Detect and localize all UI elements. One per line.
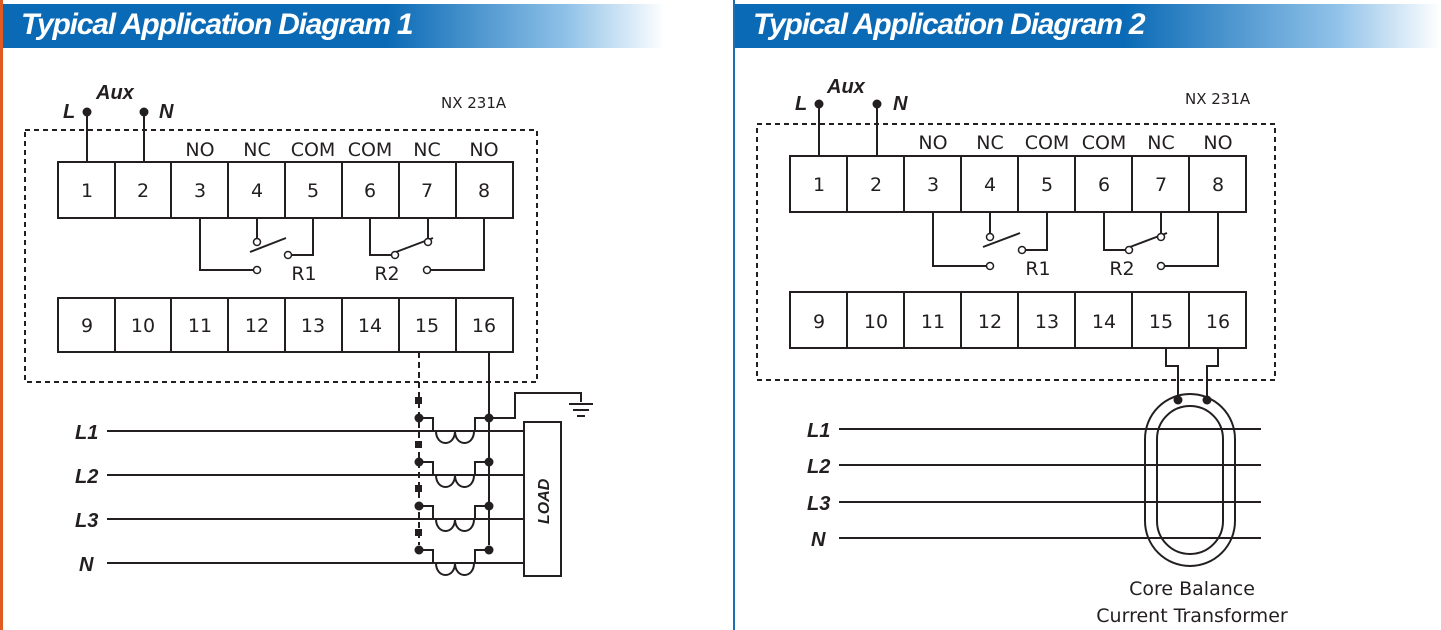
phase-label: L2 [75, 466, 98, 488]
terminal-number: 15 [1149, 311, 1173, 333]
load-box [523, 421, 562, 577]
terminal-number: 12 [245, 315, 269, 337]
aux-line-label: L [63, 101, 75, 123]
contact-label: NC [976, 132, 1003, 154]
terminal-number: 13 [1035, 311, 1059, 333]
phase-label: N [79, 554, 94, 576]
phase-label: L3 [75, 510, 98, 532]
aux-neutral-label: N [159, 101, 174, 123]
model-label: NX 231A [441, 94, 507, 112]
terminal-number: 5 [307, 180, 319, 202]
diagram-2-panel: Typical Application Diagram 2 [733, 0, 1441, 630]
terminal-number: 6 [1098, 174, 1110, 196]
relay-label: R1 [1025, 258, 1050, 280]
ct-label-line-1: Core Balance [1129, 578, 1255, 600]
contact-label: NO [1203, 132, 1232, 154]
terminal-number: 11 [921, 311, 945, 333]
load-label: LOAD [536, 478, 553, 524]
terminal-number: 10 [131, 315, 155, 337]
contact-label: COM [1082, 132, 1127, 154]
terminal-number: 12 [978, 311, 1002, 333]
relay-label: R2 [1109, 258, 1134, 280]
device-enclosure [24, 129, 538, 383]
terminal-number: 6 [364, 180, 376, 202]
phase-label: L3 [807, 493, 830, 515]
contact-label: NC [413, 139, 440, 161]
aux-neutral-label: N [893, 93, 908, 115]
diagram-2-title-bar: Typical Application Diagram 2 [735, 4, 1441, 48]
contact-label: COM [348, 139, 393, 161]
terminal-number: 1 [813, 174, 825, 196]
device-enclosure [756, 123, 1276, 381]
terminal-number: 8 [1212, 174, 1224, 196]
diagram-1-title-bar: Typical Application Diagram 1 [3, 4, 665, 48]
contact-label: COM [1025, 132, 1070, 154]
aux-label: Aux [826, 76, 866, 98]
terminal-number: 2 [137, 180, 149, 202]
terminal-number: 14 [358, 315, 382, 337]
terminal-number: 4 [984, 174, 996, 196]
phase-label: N [811, 529, 826, 551]
diagram-1-title: Typical Application Diagram 1 [21, 8, 414, 41]
terminal-number: 10 [864, 311, 888, 333]
terminal-number: 3 [194, 180, 206, 202]
terminal-number: 11 [188, 315, 212, 337]
terminal-number: 16 [1206, 311, 1230, 333]
model-label: NX 231A [1185, 90, 1251, 108]
terminal-number: 16 [472, 315, 496, 337]
terminal-number: 13 [301, 315, 325, 337]
terminal-number: 4 [251, 180, 263, 202]
ct-label-line-2: Current Transformer [1096, 605, 1288, 627]
terminal-number: 14 [1092, 311, 1116, 333]
relay-label: R1 [291, 263, 316, 285]
diagram-1-panel: Typical Application Diagram 1 [0, 0, 720, 630]
terminal-number: 9 [81, 315, 93, 337]
terminal-number: 8 [478, 180, 490, 202]
terminal-number: 7 [1155, 174, 1167, 196]
terminal-number: 5 [1041, 174, 1053, 196]
phase-label: L2 [807, 456, 830, 478]
core-balance-ct [1144, 393, 1236, 567]
wiring-diagram-1: Aux L N NX 231A NO NC COM COM NC NO 1 2 … [24, 82, 593, 577]
relay-label: R2 [374, 263, 399, 285]
aux-label: Aux [95, 82, 135, 104]
phase-label: L1 [807, 420, 830, 442]
aux-line-label: L [795, 93, 807, 115]
terminal-number: 2 [870, 174, 882, 196]
contact-label: NC [1147, 132, 1174, 154]
terminal-number: 9 [813, 311, 825, 333]
diagram-2-title: Typical Application Diagram 2 [753, 8, 1146, 41]
phase-label: L1 [75, 422, 98, 444]
terminal-number: 3 [927, 174, 939, 196]
contact-label: COM [291, 139, 336, 161]
terminal-number: 15 [415, 315, 439, 337]
contact-label: NC [243, 139, 270, 161]
wiring-diagram-2: Aux L N NX 231A NO NC COM COM NC NO 1 2 … [756, 76, 1288, 627]
terminal-number: 1 [81, 180, 93, 202]
contact-label: NO [185, 139, 214, 161]
contact-label: NO [469, 139, 498, 161]
contact-label: NO [918, 132, 947, 154]
terminal-number: 7 [421, 180, 433, 202]
